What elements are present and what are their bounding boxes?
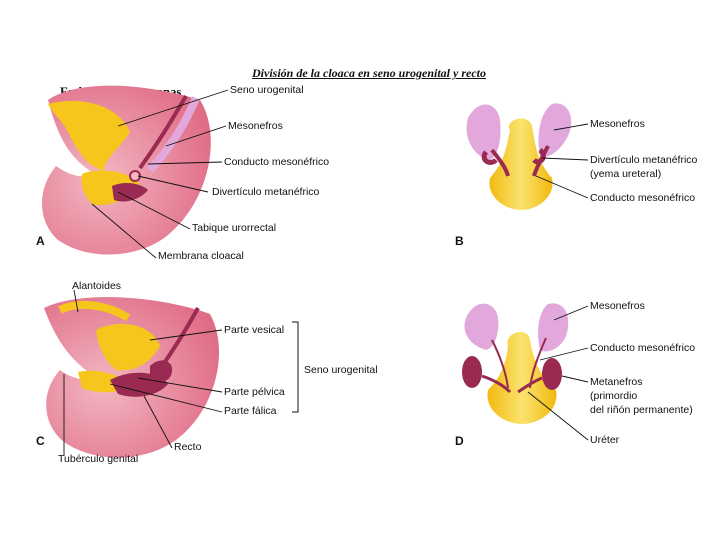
label-b-mesonefros: Mesonefros [590, 118, 645, 130]
leader-a-conducto [147, 161, 223, 165]
leader-c-alantoides [73, 289, 79, 313]
panel-c-urogenital-sinus [96, 323, 160, 371]
leader-c-vesical [149, 329, 223, 341]
panel-b-mesonephros-left [466, 104, 501, 160]
panel-d-mesonephros-left [464, 303, 499, 350]
leader-lines [63, 89, 589, 456]
label-a-mesonefros: Mesonefros [228, 120, 283, 132]
panel-d-ureter-right [517, 376, 543, 394]
panel-b-urogenital-sinus [489, 118, 553, 210]
label-c-recto: Recto [174, 441, 202, 453]
label-a-seno-urogenital: Seno urogenital [230, 84, 304, 96]
panel-d-metanephros-right [542, 358, 562, 390]
figure-title: División de la cloaca en seno urogenital… [252, 66, 486, 80]
panel-c-drawing [44, 297, 299, 458]
panel-c-sinus-bracket [292, 321, 299, 413]
panel-c-metanephros [150, 360, 173, 382]
label-b-diverticulo-metanefrico: Divertículo metanéfrico [590, 154, 698, 166]
panel-a-mesonephric-duct [138, 94, 188, 170]
panel-d-metanephros-left [462, 356, 482, 388]
leader-d-conducto [539, 347, 589, 361]
label-c-parte-pelvica: Parte pélvica [224, 386, 285, 398]
label-a-diverticulo-metanefrico: Divertículo metanéfrico [212, 186, 320, 198]
leader-d-ureter [527, 391, 589, 441]
label-c-seno-urogenital: Seno urogenital [304, 364, 378, 376]
panel-b-ureteric-bud-right [532, 148, 546, 165]
leader-a-membrana [91, 203, 157, 259]
leader-b-diverticulo [541, 157, 589, 161]
label-d-conducto-mesonefrico: Conducto mesonéfrico [590, 342, 696, 354]
panel-b-letter: B [455, 234, 464, 248]
panel-a-letter: A [36, 234, 45, 248]
leader-a-mesonefros [165, 125, 227, 147]
panel-c-allantois [58, 300, 131, 322]
label-d-primordio: (primordio [590, 390, 638, 402]
panel-d-drawing [462, 303, 569, 424]
panel-d-mesonephric-duct-left [491, 339, 509, 389]
label-d-ureter: Uréter [590, 434, 620, 446]
panel-b-mesonephric-duct-left [490, 148, 510, 177]
label-d-rinon-permanente: del riñón permanente) [590, 404, 693, 416]
label-c-parte-falica: Parte fálica [224, 405, 277, 417]
panel-d-ureter-left [481, 374, 512, 394]
leader-b-conducto [535, 175, 589, 199]
label-a-tabique-urorrectal: Tabique urorrectal [192, 222, 277, 234]
panel-b-ureteric-bud-left [481, 150, 498, 165]
label-b-yema-ureteral: (yema ureteral) [590, 168, 662, 180]
panel-b-drawing [466, 103, 572, 210]
label-d-mesonefros: Mesonefros [590, 300, 645, 312]
label-a-membrana-cloacal: Membrana cloacal [158, 250, 244, 262]
panel-a-drawing [41, 85, 211, 255]
label-c-tuberculo-genital: Tubérculo genital [58, 453, 139, 465]
label-d-metanefros: Metanefros [590, 376, 643, 388]
label-c-alantoides: Alantoides [72, 280, 122, 292]
label-a-conducto-mesonefrico: Conducto mesonéfrico [224, 156, 330, 168]
leader-d-metanefros [561, 375, 589, 383]
label-b-conducto-mesonefrico: Conducto mesonéfrico [590, 192, 696, 204]
leader-c-pelvica [137, 377, 223, 393]
panel-d-mesonephric-duct-right [529, 337, 547, 389]
leader-a-diverticulo [137, 175, 209, 193]
leader-a-seno [117, 89, 229, 127]
label-c-parte-vesical: Parte vesical [224, 324, 285, 336]
panel-d-letter: D [455, 434, 464, 448]
leader-b-mesonefros [553, 123, 589, 131]
leader-c-recto [143, 395, 173, 449]
panel-c-letter: C [36, 434, 45, 448]
leader-c-falica [109, 383, 223, 413]
leader-d-mesonefros [553, 305, 589, 321]
panel-a-rectum [112, 183, 148, 202]
panel-a-urogenital-sinus [48, 101, 130, 170]
leader-a-tabique [117, 191, 191, 230]
